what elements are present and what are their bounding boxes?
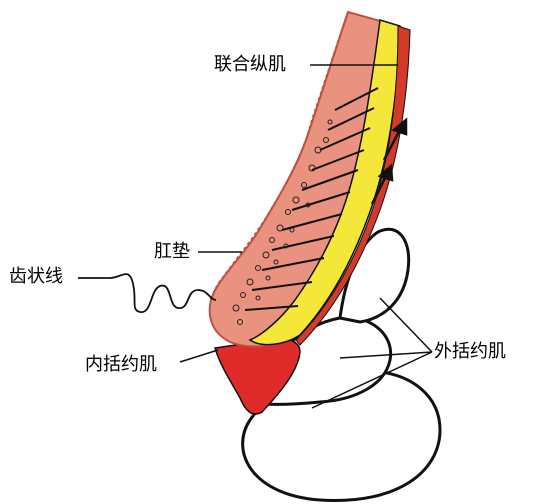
conjoint-longitudinal-muscle-label: 联合纵肌 <box>214 56 286 74</box>
external-sphincter-label: 外括约肌 <box>434 343 506 361</box>
dentate-line-wave <box>78 274 216 312</box>
anal-cushion-label: 肛垫 <box>154 243 190 261</box>
internal-sphincter-label: 内括约肌 <box>85 356 157 374</box>
dentate-line-label: 齿状线 <box>9 268 63 286</box>
